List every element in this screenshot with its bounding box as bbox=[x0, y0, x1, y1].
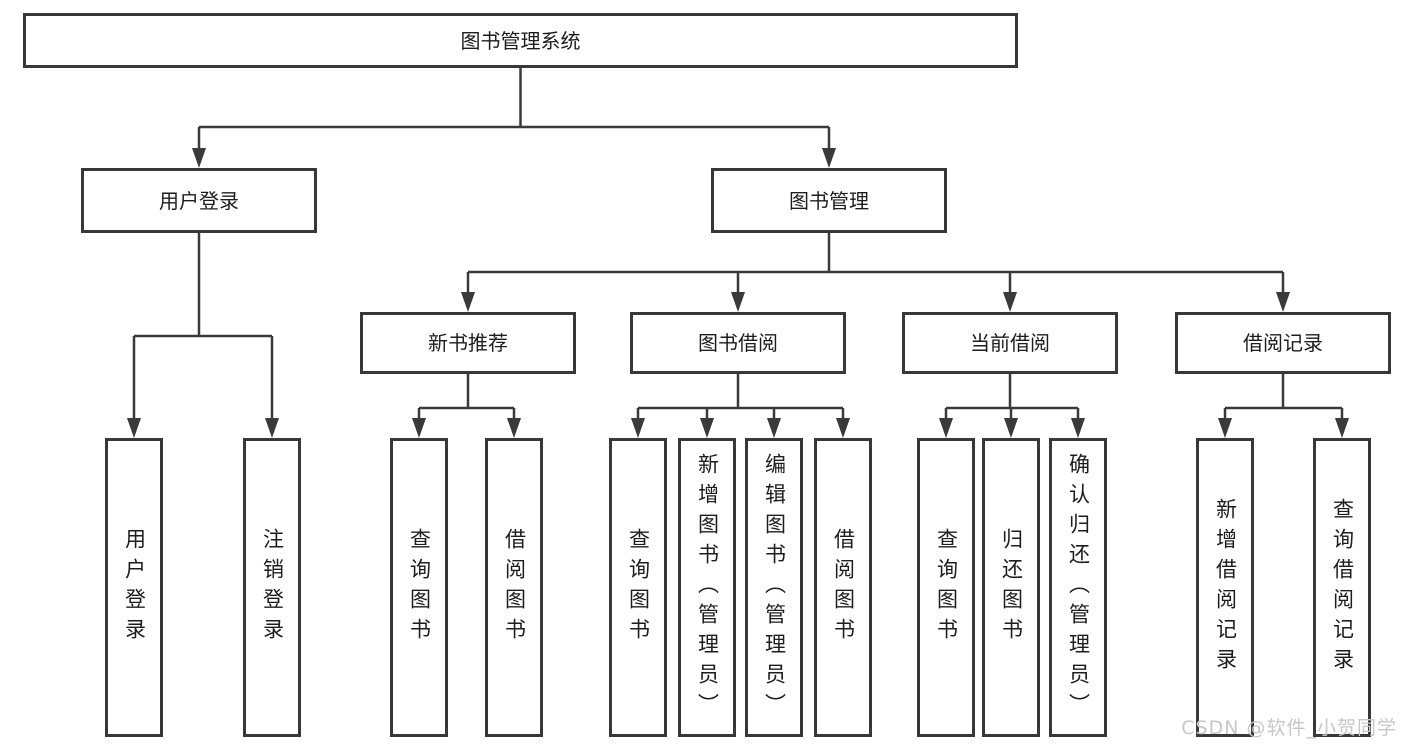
leaf-logout-login: 注销登录 bbox=[243, 438, 301, 737]
leaf-add-book-admin: 新增图书（管理员） bbox=[678, 438, 736, 737]
leaf-borrow-books: 借阅图书 bbox=[814, 438, 872, 737]
csdn-watermark: CSDN @软件_小贺同学 bbox=[1181, 717, 1397, 739]
leaf-borrow-books-recommend: 借阅图书 bbox=[485, 438, 543, 737]
leaf-query-books-borrow: 查询图书 bbox=[609, 438, 667, 737]
node-root-library-management-system: 图书管理系统 bbox=[23, 13, 1018, 68]
leaf-query-books-current: 查询图书 bbox=[917, 438, 975, 737]
node-user-login: 用户登录 bbox=[81, 168, 317, 233]
node-book-borrow: 图书借阅 bbox=[630, 312, 846, 374]
leaf-query-borrow-record: 查询借阅记录 bbox=[1313, 438, 1371, 737]
leaf-edit-book-admin: 编辑图书（管理员） bbox=[745, 438, 803, 737]
leaf-query-books-recommend: 查询图书 bbox=[390, 438, 448, 737]
arrowheads bbox=[127, 148, 1349, 438]
node-borrow-records: 借阅记录 bbox=[1175, 312, 1391, 374]
node-current-borrow: 当前借阅 bbox=[902, 312, 1118, 374]
node-new-book-recommend: 新书推荐 bbox=[360, 312, 576, 374]
leaf-confirm-return-admin: 确认归还（管理员） bbox=[1049, 438, 1107, 737]
leaf-user-login: 用户登录 bbox=[105, 438, 163, 737]
leaf-return-book: 归还图书 bbox=[982, 438, 1040, 737]
node-book-management: 图书管理 bbox=[711, 168, 947, 233]
leaf-add-borrow-record: 新增借阅记录 bbox=[1196, 438, 1254, 737]
